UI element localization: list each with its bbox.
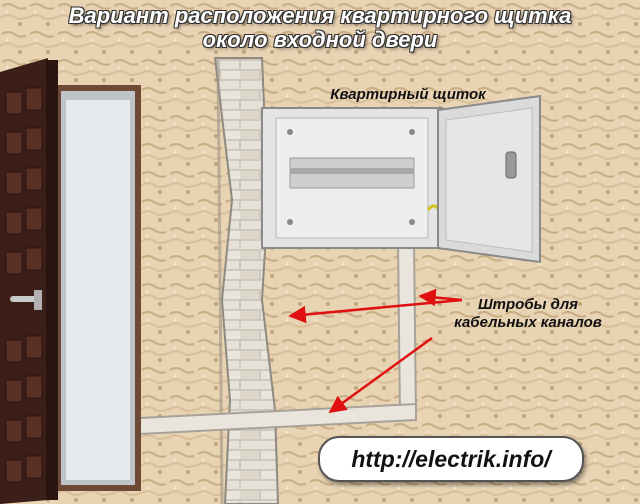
panel-label: Квартирный щиток xyxy=(330,86,486,103)
cable-chase-right xyxy=(396,239,418,421)
title-line-1: Вариант расположения квартирного щитка xyxy=(68,3,572,28)
chase-label: Штробы для кабельных каналов xyxy=(454,296,602,331)
diagram-title: Вариант расположения квартирного щитка о… xyxy=(0,4,640,52)
arrow-to-right-chase xyxy=(418,288,463,307)
arrow-to-horizontal-chase xyxy=(328,336,433,414)
site-url-badge: http://electrik.info/ xyxy=(318,436,584,482)
apartment-panel xyxy=(261,94,541,264)
entrance-door xyxy=(0,58,141,504)
title-line-2: около входной двери xyxy=(202,27,438,52)
